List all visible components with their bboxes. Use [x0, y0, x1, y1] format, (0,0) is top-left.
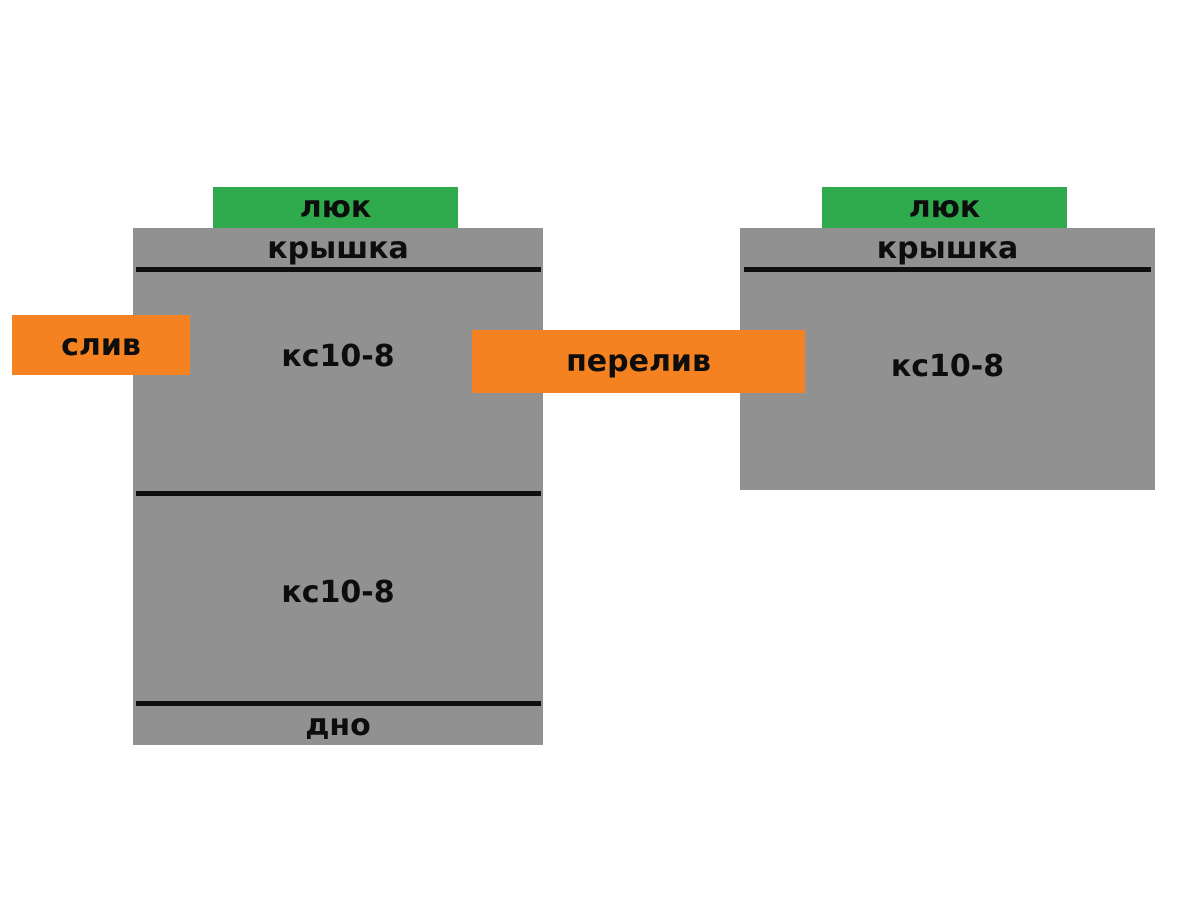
- right-ring1-label: кс10-8: [890, 349, 1005, 384]
- left-lid-divider-line: [136, 267, 541, 272]
- drain-pipe: слив: [12, 315, 190, 375]
- overflow-pipe: перелив: [472, 330, 805, 393]
- left-bottom-label: дно: [305, 708, 371, 743]
- drain-pipe-label: слив: [61, 327, 141, 363]
- left-ring-divider-line: [136, 491, 541, 496]
- right-lid-divider-line: [744, 267, 1151, 272]
- left-hatch: люк: [213, 187, 458, 228]
- left-tank-body: [133, 228, 543, 745]
- overflow-pipe-label: перелив: [566, 344, 711, 379]
- right-hatch-label: люк: [908, 190, 981, 225]
- left-ring2-label: кс10-8: [281, 575, 395, 610]
- left-hatch-label: люк: [299, 190, 372, 225]
- left-lid-label: крышка: [267, 231, 409, 266]
- left-bottom-divider-line: [136, 701, 541, 706]
- left-ring1-label: кс10-8: [281, 339, 395, 374]
- right-hatch: люк: [822, 187, 1067, 228]
- right-lid-label: крышка: [876, 231, 1019, 266]
